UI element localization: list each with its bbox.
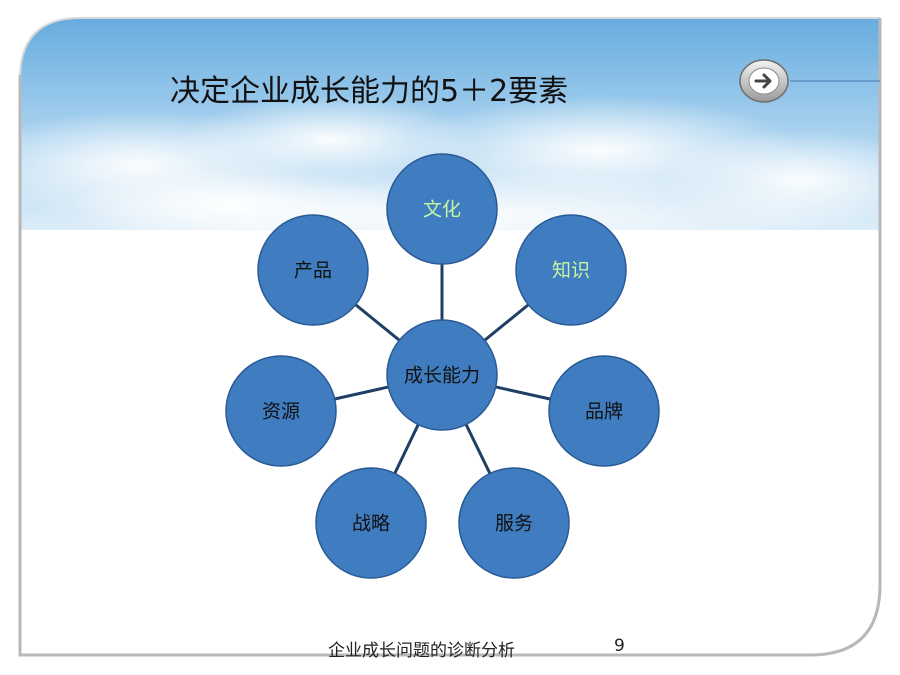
node-label-center: 成长能力 [404,365,480,387]
page-number: 9 [614,636,625,656]
node-knowledge [515,214,627,326]
node-culture [386,153,498,265]
node-label-brand: 品牌 [585,401,623,423]
node-strategy [315,467,427,579]
node-center [386,319,498,431]
arrow-right-circle-icon [739,59,789,103]
node-label-culture: 文化 [423,199,461,221]
node-label-resources: 资源 [262,401,300,423]
node-label-product: 产品 [294,260,332,282]
node-resources [225,355,337,467]
node-label-knowledge: 知识 [552,260,590,282]
node-label-strategy: 战略 [352,513,390,535]
next-slide-button[interactable] [738,58,790,104]
node-product [257,214,369,326]
slide-footer: 企业成长问题的诊断分析 [328,641,515,661]
frame-edge [18,18,882,657]
node-brand [548,355,660,467]
frame-top-edge [19,17,880,76]
node-service [458,467,570,579]
node-label-service: 服务 [495,513,533,535]
slide-title: 决定企业成长能力的5＋2要素 [170,74,569,109]
